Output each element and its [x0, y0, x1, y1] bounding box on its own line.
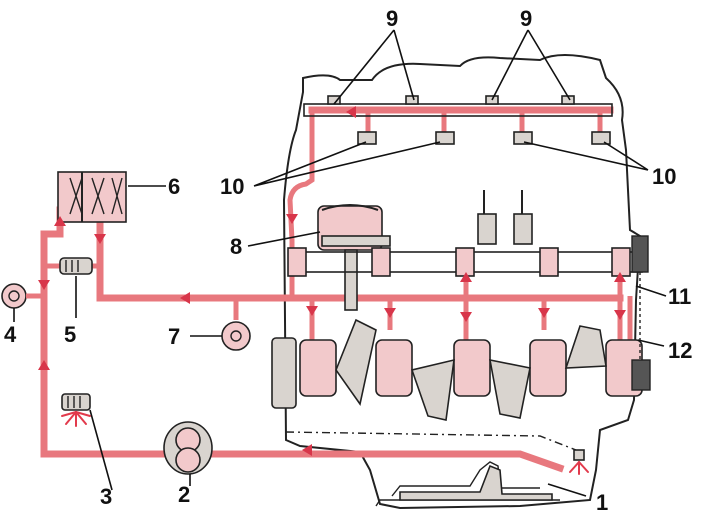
label-3: 3 — [100, 484, 112, 509]
crankshaft — [271, 318, 643, 421]
label-10-left: 10 — [220, 174, 244, 199]
relief-valve — [59, 257, 93, 275]
label-9-right: 9 — [520, 6, 532, 31]
label-4: 4 — [4, 322, 17, 347]
label-5: 5 — [64, 322, 76, 347]
label-11: 11 — [668, 284, 691, 309]
timing-gear — [631, 235, 651, 391]
piston — [317, 204, 391, 311]
label-2: 2 — [178, 482, 190, 507]
oil-pressure-switch — [221, 321, 251, 351]
label-12: 12 — [668, 338, 692, 363]
oil-circuit — [40, 106, 633, 473]
label-8: 8 — [230, 234, 242, 259]
label-9-left: 9 — [386, 6, 398, 31]
label-10-right: 10 — [652, 164, 676, 189]
label-1: 1 — [596, 490, 608, 515]
engine-block-outline — [282, 54, 642, 510]
piston-cooling-jet — [61, 393, 91, 427]
oil-sender — [1, 283, 44, 309]
callout-labels: 1 2 3 4 5 6 7 8 9 9 10 10 11 12 — [4, 6, 692, 515]
leader-lines — [13, 29, 667, 497]
oil-pump — [163, 421, 213, 475]
label-6: 6 — [168, 174, 180, 199]
label-7: 7 — [168, 324, 180, 349]
flow-arrows — [38, 106, 626, 456]
oil-filter — [57, 171, 127, 223]
camshaft — [287, 190, 643, 277]
hydraulic-tappets — [357, 131, 611, 145]
oil-pickup — [285, 431, 589, 475]
